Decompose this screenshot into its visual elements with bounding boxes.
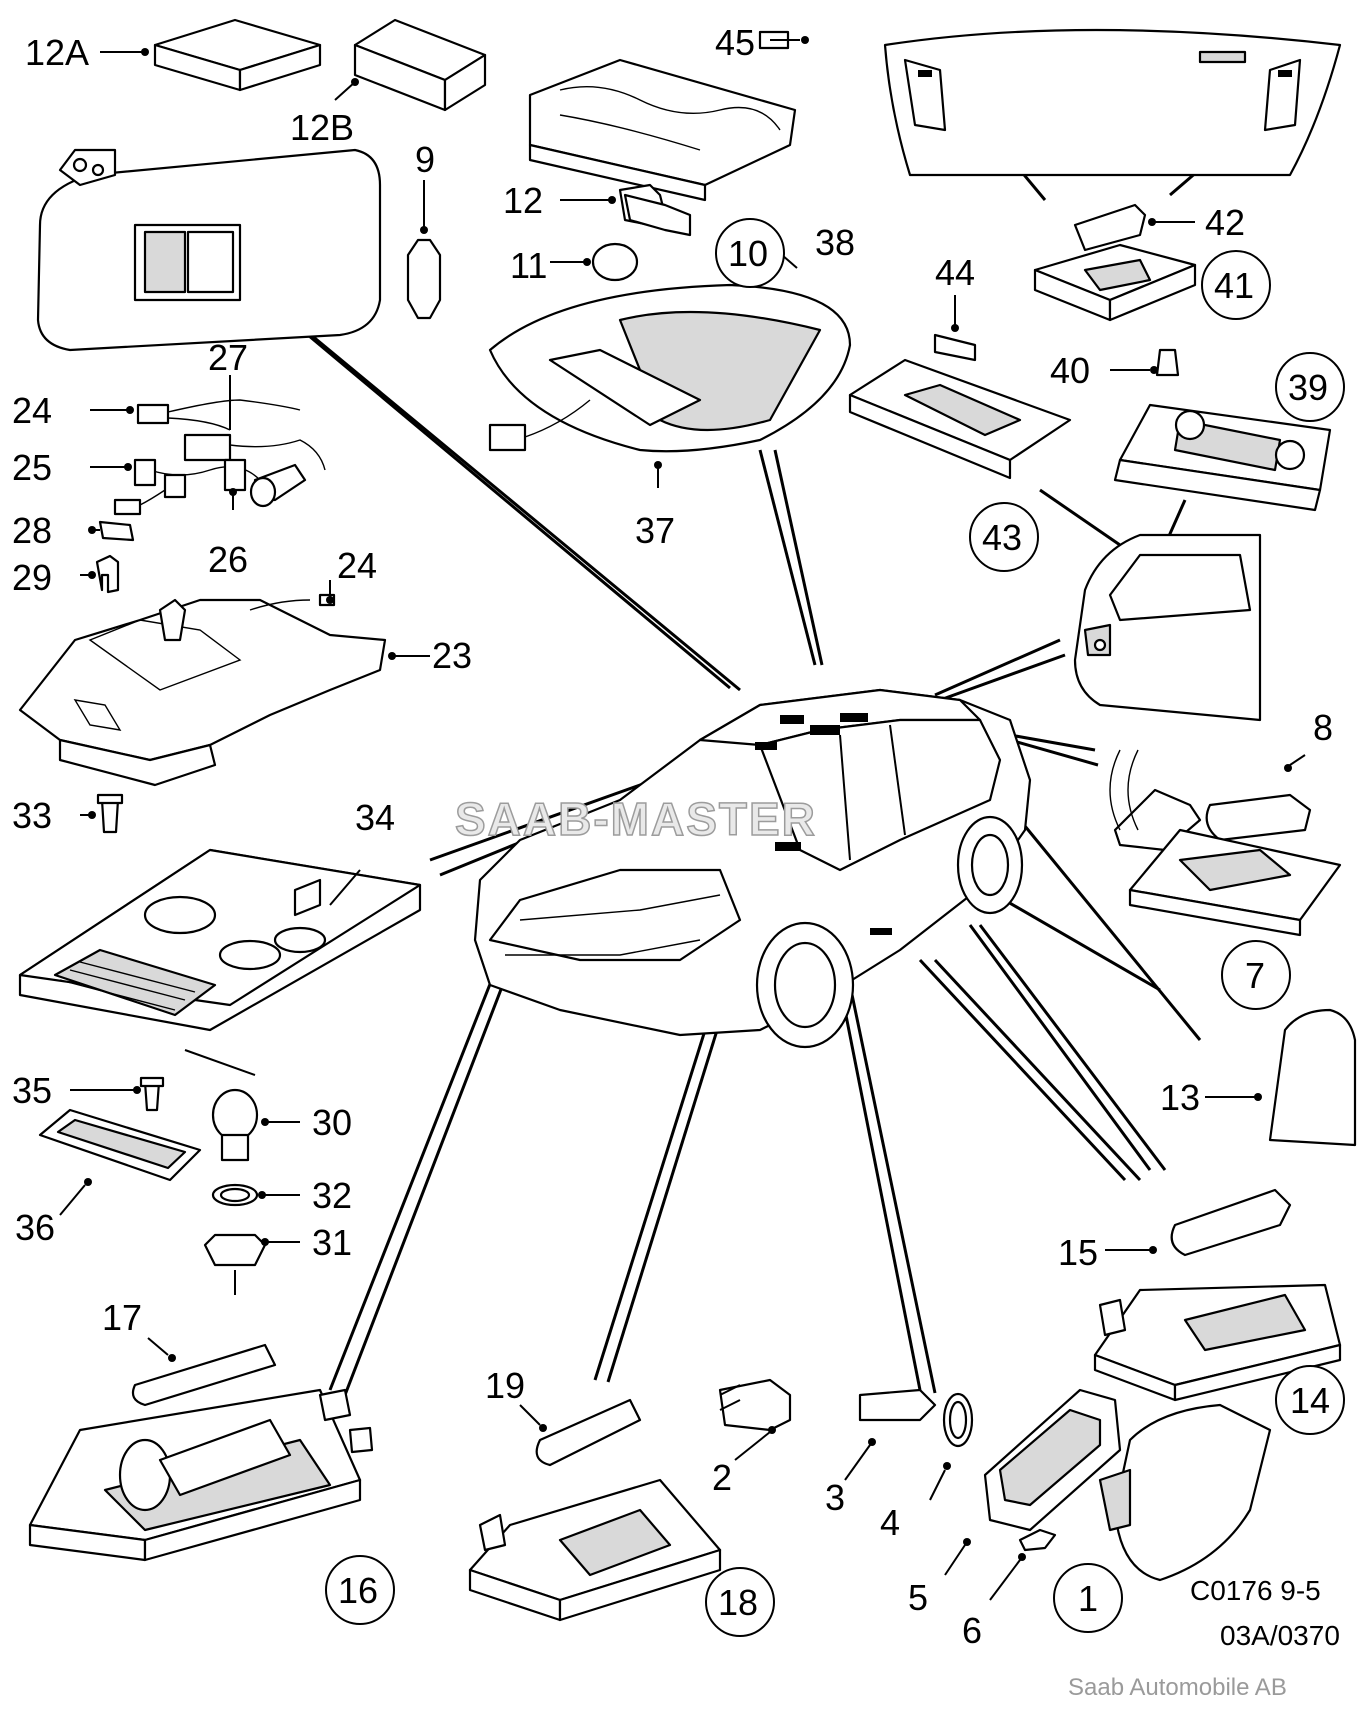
label-43: 43 (982, 517, 1022, 558)
part-29-clip (80, 554, 120, 594)
label-8: 8 (1313, 707, 1333, 748)
part-30-bulb (211, 1088, 300, 1162)
part-23-overhead-console (18, 580, 430, 787)
label-29: 29 (12, 557, 52, 598)
car-sedan-illustration: SAAB-MASTER (454, 688, 1032, 1049)
label-31: 31 (312, 1222, 352, 1263)
part-19-bulb (519, 1398, 642, 1467)
part-41-lamp-housing (1033, 243, 1197, 322)
label-24-lower: 24 (337, 545, 377, 586)
label-39: 39 (1288, 367, 1328, 408)
label-45: 45 (715, 22, 755, 63)
part-4-ring (929, 1392, 974, 1501)
label-14: 14 (1290, 1380, 1330, 1421)
part-32-gasket (211, 1183, 300, 1207)
label-40: 40 (1050, 350, 1090, 391)
part-5-gasket (944, 1388, 1122, 1576)
part-28-bulb (98, 520, 135, 542)
label-12B: 12B (290, 107, 354, 148)
label-1: 1 (1078, 1578, 1098, 1619)
label-37: 37 (635, 510, 675, 551)
part-42-bulb (1073, 203, 1195, 252)
label-13: 13 (1160, 1077, 1200, 1118)
part-2-socket (718, 1378, 792, 1461)
part-16-lamp-housing (28, 1388, 374, 1562)
label-12: 12 (503, 180, 543, 221)
label-36: 36 (15, 1207, 55, 1248)
label-26: 26 (208, 539, 248, 580)
label-2: 2 (712, 1457, 732, 1498)
label-23: 23 (432, 635, 472, 676)
part-1-lamp (1098, 1403, 1272, 1582)
part-13-lens (1205, 1008, 1357, 1147)
part-18-lamp-housing (468, 1478, 722, 1622)
label-12A: 12A (25, 32, 89, 73)
module-control-unit (528, 30, 797, 227)
reference-block: C0176 9-5 03A/0370 Saab Automobile AB (1068, 1575, 1340, 1701)
part-33-screw (80, 793, 124, 834)
sun-visor-illustration (36, 148, 382, 352)
label-41: 41 (1214, 265, 1254, 306)
label-17: 17 (102, 1297, 142, 1338)
label-16: 16 (338, 1570, 378, 1611)
reference-code: C0176 9-5 (1190, 1575, 1321, 1606)
label-32: 32 (312, 1175, 352, 1216)
car-rear-view-illustration (1073, 533, 1262, 722)
part-17-bulb (131, 1337, 277, 1407)
label-25: 25 (12, 447, 52, 488)
part-6-clip (989, 1528, 1057, 1601)
label-15: 15 (1058, 1232, 1098, 1273)
label-34: 34 (355, 797, 395, 838)
part-labels: 12A 12B 9 45 12 11 10 38 42 41 44 40 39 … (12, 22, 1333, 1651)
part-38-lens-housing (488, 283, 852, 453)
label-28: 28 (12, 510, 52, 551)
part-8-bulb (1205, 754, 1312, 842)
part-40-bulb (1110, 348, 1180, 377)
label-3: 3 (825, 1477, 845, 1518)
part-15-bulb (1105, 1188, 1292, 1257)
part-36-lens (38, 1108, 202, 1216)
label-9: 9 (415, 139, 435, 180)
part-39-lamp-housing (1113, 403, 1332, 512)
wiring-harness-illustration (113, 399, 326, 516)
part-3-bulb (844, 1388, 937, 1481)
part-9-bulb (406, 180, 442, 320)
label-4: 4 (880, 1502, 900, 1543)
part-31-holder (203, 1233, 300, 1295)
label-18: 18 (718, 1582, 758, 1623)
label-24-upper: 24 (12, 390, 52, 431)
label-7: 7 (1245, 955, 1265, 996)
label-6: 6 (962, 1610, 982, 1651)
reference-date: 03A/0370 (1220, 1620, 1340, 1651)
label-42: 42 (1205, 202, 1245, 243)
part-12-bulb (560, 193, 692, 237)
label-44: 44 (935, 252, 975, 293)
label-19: 19 (485, 1365, 525, 1406)
label-5: 5 (908, 1577, 928, 1618)
label-30: 30 (312, 1102, 352, 1143)
part-11-bulb (550, 242, 639, 282)
label-33: 33 (12, 795, 52, 836)
watermark-text: SAAB-MASTER (455, 793, 817, 845)
part-14-lamp-housing (1093, 1283, 1342, 1402)
label-10: 10 (728, 233, 768, 274)
part-35-screw (70, 1076, 165, 1112)
callout-circles (325, 218, 1345, 1637)
tailgate-interior-illustration (883, 28, 1342, 177)
publisher-credit: Saab Automobile AB (1068, 1674, 1287, 1701)
part-34-overhead-console (18, 848, 422, 1032)
part-12B-pad (353, 18, 487, 112)
label-27: 27 (208, 337, 248, 378)
part-12A-pad (153, 18, 322, 92)
label-11: 11 (510, 245, 547, 286)
part-43-lamp-housing (848, 358, 1072, 480)
part-44-bulb (933, 295, 977, 362)
label-38: 38 (815, 222, 855, 263)
label-35: 35 (12, 1070, 52, 1111)
part-7-lamp-housing (1109, 749, 1342, 937)
